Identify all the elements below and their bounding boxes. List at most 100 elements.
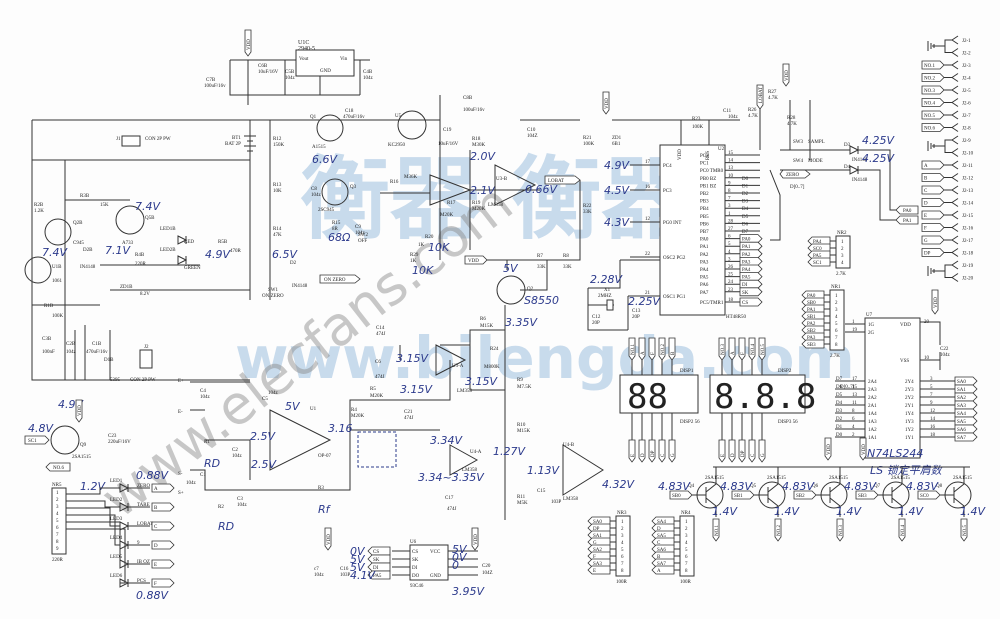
sensor-pin-e-minus[interactable]: E- <box>178 410 183 415</box>
nr5-ref: NR5 <box>52 483 62 488</box>
r22-ref: R22 <box>583 204 592 209</box>
c5-ref: C5 <box>262 397 268 402</box>
mcu-pin-name: PB3 <box>700 200 709 205</box>
nr2-value: 2.7K <box>836 272 846 277</box>
display-bottom-port: D <box>728 439 736 463</box>
j2-pin-label: J2-13 <box>962 189 974 194</box>
driver-collector-voltage: 1.4V <box>712 505 738 518</box>
mcu-net-label: D4 <box>742 207 749 212</box>
nr4-port: A <box>651 565 675 575</box>
c4b-label: C4B <box>363 70 373 75</box>
mcu-pin-number: 1 <box>728 212 731 217</box>
zd1-ref: ZD1 <box>612 136 622 141</box>
nr1-ref: NR1 <box>831 285 841 290</box>
c15-ref: C15 <box>537 489 546 494</box>
sensor-pin-e-plus[interactable]: E+ <box>178 379 184 384</box>
nr4-pin-number: 2 <box>685 527 688 532</box>
r8-value: 33K <box>563 265 572 270</box>
r19-value: M20K <box>472 207 485 212</box>
j2-pin-icon <box>951 148 959 157</box>
r17-ref: R17 <box>447 201 456 206</box>
sensor-pin-s-minus[interactable]: S- <box>178 472 183 477</box>
svg-text:B: B <box>657 555 661 560</box>
disp1-ref: DISP1 <box>680 369 694 374</box>
svg-text:SA3: SA3 <box>957 404 966 409</box>
eeprom-pin-name: DI <box>412 566 418 571</box>
j2-pin-icon <box>951 248 959 257</box>
nr4-pin-number: 6 <box>685 555 688 560</box>
mcu-pin-name: PB1 BZ <box>700 184 716 189</box>
svg-text:G: G <box>761 453 766 457</box>
mcu-pin-number: 4 <box>728 250 731 255</box>
mcu-bus-label: D[0..7] <box>790 185 805 190</box>
led-icon <box>119 540 130 550</box>
j2-pin-j2-20: J2-20 <box>951 273 974 282</box>
svg-text:E: E <box>721 454 726 457</box>
c20-ref: C20 <box>482 564 491 569</box>
eeprom-pin-name: CS <box>412 550 418 555</box>
mcu-pin-name: PA4 <box>700 268 709 273</box>
buffer-left-net: D1 <box>836 425 843 430</box>
driver-base-port: SC0 <box>917 490 941 500</box>
buffer-block: U7 SN74LS244 LS 锁定平肩数 D[0..7] C22 104z D… <box>835 289 978 477</box>
driver-base-port: SB3 <box>855 490 879 500</box>
r3-note: Rf <box>318 503 332 516</box>
led-label: PCS <box>137 579 146 584</box>
led-label: IB OZ <box>137 560 150 565</box>
svg-text:NO.3: NO.3 <box>839 525 844 536</box>
nr1-pin-number: 3 <box>835 308 838 313</box>
led-ref: LED4 <box>110 536 123 541</box>
svg-text:SK: SK <box>742 291 749 296</box>
mcu-pin-name: PA2 <box>700 253 709 258</box>
buffer-right-num: 16 <box>930 425 936 430</box>
led-wire <box>66 528 150 584</box>
j2-pin-icon <box>951 135 959 145</box>
r28-value: 4.7K <box>787 122 797 127</box>
nr5-body <box>51 487 67 555</box>
nr4-body <box>679 515 695 577</box>
ground-icon <box>927 39 952 53</box>
driver-collector-voltage: 1.4V <box>836 505 862 518</box>
svg-text:NO.4: NO.4 <box>751 344 756 355</box>
c2b-ref: C2B <box>66 342 76 347</box>
j2-net-port: NO.4 <box>921 98 945 107</box>
buffer-right-name: 1Y4 <box>905 412 914 417</box>
nr5-pin-number: 2 <box>56 498 59 503</box>
buffer-left-net: D7 <box>836 377 843 382</box>
r20-note: 10K <box>428 241 450 254</box>
r1b-ref: R1B <box>44 304 54 309</box>
buffer-right-name: 1Y1 <box>905 436 914 441</box>
svg-text:C: C <box>661 453 666 457</box>
led-ref: LED2 <box>110 498 123 503</box>
u1-part: OP-07 <box>318 454 332 459</box>
svg-text:VDD: VDD <box>605 98 610 109</box>
svg-text:VDD: VDD <box>78 405 83 416</box>
nr3-body <box>615 515 631 577</box>
nr1-pin-number: 7 <box>835 336 838 341</box>
buffer-right-num: 18 <box>930 433 936 438</box>
q1-transistor <box>316 114 344 142</box>
c9-value: 104z <box>355 231 366 236</box>
u3a-mid-voltage: 3.15V <box>400 383 433 396</box>
c23-ref: C23 <box>108 434 117 439</box>
r10-value: M15K <box>517 429 530 434</box>
svg-text:PA0: PA0 <box>807 294 816 299</box>
sensor-pin-s-plus[interactable]: S+ <box>178 491 184 496</box>
mcu-pin-name: PC3 <box>663 189 672 194</box>
buffer-port-sa7: SA7 <box>954 432 978 442</box>
svg-text:PA5: PA5 <box>373 574 382 579</box>
digit-driver-vdd-port: VDD <box>824 437 832 461</box>
svg-text:PA0: PA0 <box>742 238 751 243</box>
driver-part: 2SA1515 <box>891 476 910 481</box>
j2-pin-j2-15: J2-15E <box>921 210 974 220</box>
j2-pin-icon <box>951 48 959 57</box>
led-icon <box>119 578 130 588</box>
disp2-ref: DISP2 <box>778 369 792 374</box>
svg-text:ZERO: ZERO <box>786 173 799 178</box>
driver-base-port: SB0 <box>669 490 693 500</box>
x1-ref: X1 <box>604 288 611 293</box>
disp1-sub: DISP2 56 <box>680 420 700 425</box>
